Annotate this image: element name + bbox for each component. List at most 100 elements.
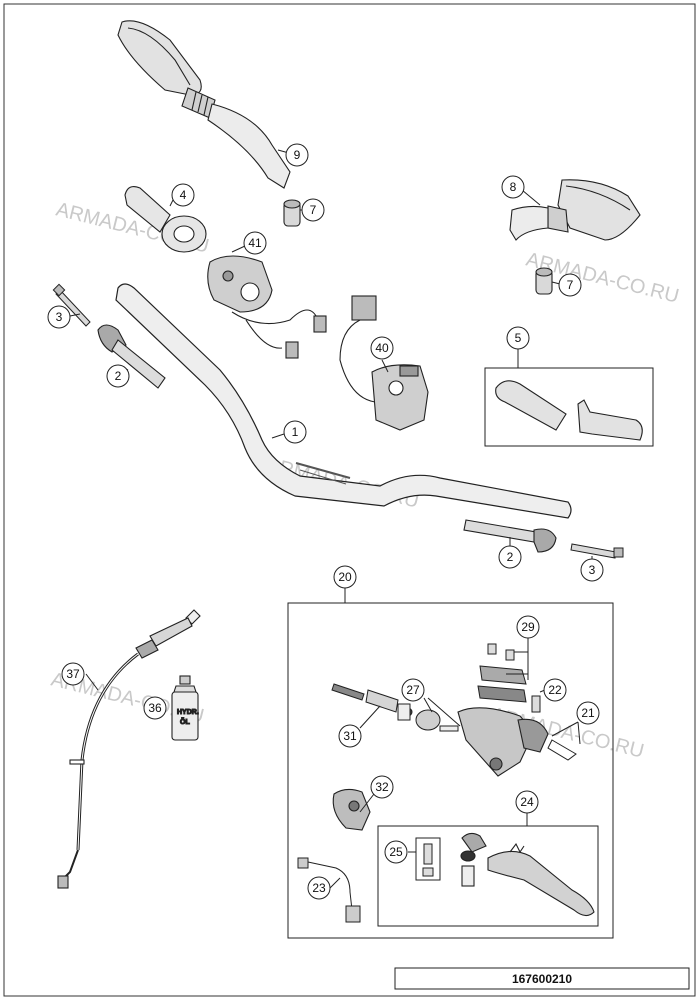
drawing-number-box: 167600210 — [394, 967, 690, 990]
leader-21b — [577, 721, 581, 745]
callout-37: 37 — [61, 662, 85, 686]
part-lever — [460, 832, 595, 917]
callout-27-text: 27 — [406, 683, 420, 697]
callout-22: 22 — [543, 678, 567, 702]
callout-37-text: 37 — [66, 667, 80, 681]
callouts: 9 4 7 41 8 7 3 2 40 5 1 2 3 20 29 37 36 … — [47, 143, 604, 900]
part-reservoir-cover — [477, 643, 527, 703]
part-screw-22 — [531, 695, 541, 713]
callout-40-text: 40 — [375, 341, 389, 355]
part-grips — [495, 380, 643, 441]
callout-29-text: 29 — [521, 620, 535, 634]
callout-41: 41 — [243, 231, 267, 255]
part-insert-a — [97, 324, 166, 389]
part-bar-end-b — [535, 267, 553, 295]
callout-2b: 2 — [498, 545, 522, 569]
outer-frame — [3, 3, 696, 997]
callout-32-text: 32 — [375, 780, 389, 794]
bolt-box — [415, 837, 441, 881]
part-mirror-left — [117, 20, 291, 189]
callout-20-text: 20 — [338, 570, 352, 584]
callout-3b-text: 3 — [589, 563, 596, 577]
callout-2a-text: 2 — [115, 369, 122, 383]
callout-32: 32 — [370, 775, 394, 799]
callout-31-text: 31 — [343, 729, 357, 743]
callout-1: 1 — [283, 420, 307, 444]
part-piston-set — [331, 683, 413, 721]
callout-7b-text: 7 — [567, 278, 574, 292]
callout-5-text: 5 — [515, 331, 522, 345]
callout-20: 20 — [333, 565, 357, 589]
callout-8-text: 8 — [510, 180, 517, 194]
callout-2a: 2 — [106, 364, 130, 388]
callout-21: 21 — [576, 701, 600, 725]
leader-32 — [359, 793, 375, 813]
part-brake-sensor — [297, 857, 361, 923]
callout-9: 9 — [285, 143, 309, 167]
drawing-number: 167600210 — [512, 972, 572, 986]
bottle-label-line-1: HYDR. — [177, 709, 199, 716]
callout-9-text: 9 — [294, 148, 301, 162]
leader-40 — [381, 359, 389, 373]
callout-2b-text: 2 — [507, 550, 514, 564]
callout-27: 27 — [401, 678, 425, 702]
callout-5: 5 — [506, 326, 530, 350]
part-mirror-right — [509, 179, 641, 241]
part-bolt — [422, 843, 434, 877]
callout-3a-text: 3 — [56, 310, 63, 324]
callout-25-text: 25 — [389, 845, 403, 859]
callout-3a: 3 — [47, 305, 71, 329]
callout-1-text: 1 — [292, 425, 299, 439]
part-grip-ring — [124, 186, 207, 253]
lever-box — [377, 825, 599, 927]
part-oil-bottle: HYDR. ÖL — [171, 675, 199, 741]
callout-21-text: 21 — [581, 706, 595, 720]
callout-24-text: 24 — [520, 795, 534, 809]
callout-7a: 7 — [301, 198, 325, 222]
callout-36: 36 — [143, 696, 167, 720]
watermarks: ARMADA-CO.RU ARMADA-CO.RU ARMADA-CO.RU A… — [49, 199, 681, 763]
callout-24: 24 — [515, 790, 539, 814]
part-bar-end-a — [283, 199, 301, 227]
part-switch-right — [339, 295, 429, 431]
part-screw-a — [52, 283, 91, 327]
callout-23: 23 — [307, 876, 331, 900]
part-screw-b — [570, 543, 624, 559]
part-bellow — [415, 709, 459, 732]
brake-assembly-box — [287, 602, 614, 939]
callout-4-text: 4 — [180, 188, 187, 202]
grip-box — [484, 367, 654, 447]
leader-41 — [231, 245, 246, 253]
leader-31 — [359, 705, 381, 729]
leader-37 — [85, 673, 99, 691]
leader-27b — [427, 697, 461, 727]
callout-23-text: 23 — [312, 881, 326, 895]
callout-40: 40 — [370, 336, 394, 360]
callout-3b: 3 — [580, 558, 604, 582]
callout-7b: 7 — [558, 273, 582, 297]
callout-8: 8 — [501, 175, 525, 199]
callout-29: 29 — [516, 615, 540, 639]
callout-22-text: 22 — [548, 683, 562, 697]
callout-7a-text: 7 — [310, 203, 317, 217]
leader-3a — [69, 313, 81, 317]
leader-23 — [329, 877, 341, 889]
bottle-label-line-2: ÖL — [180, 717, 190, 726]
part-clamp — [547, 739, 577, 761]
callout-41-text: 41 — [248, 236, 262, 250]
part-clamp-half — [332, 788, 371, 831]
leader-21a — [551, 721, 579, 737]
part-hydraulic-hose — [57, 609, 201, 889]
callout-4: 4 — [171, 183, 195, 207]
leader-27a — [423, 697, 433, 713]
leader-1 — [271, 433, 285, 439]
part-switch-left — [207, 255, 327, 359]
callout-25: 25 — [384, 840, 408, 864]
callout-36-text: 36 — [148, 701, 162, 715]
callout-31: 31 — [338, 724, 362, 748]
part-insert-b — [463, 519, 557, 553]
part-handlebar — [115, 283, 572, 519]
part-master-cylinder — [457, 707, 549, 777]
leader-8 — [521, 189, 541, 206]
